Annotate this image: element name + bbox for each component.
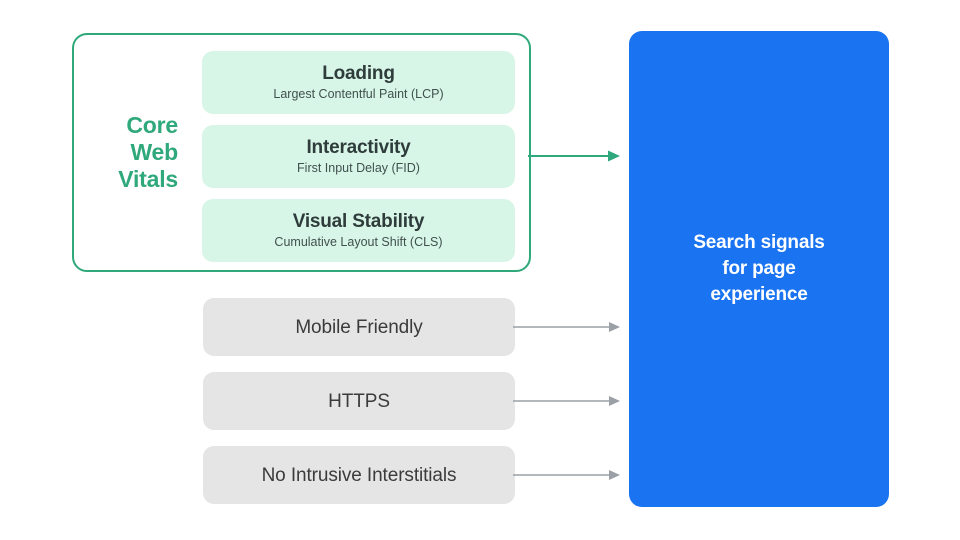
signal-card-mobile-friendly: Mobile Friendly: [203, 298, 515, 356]
signal-label: Mobile Friendly: [295, 316, 423, 338]
signal-card-no-intrusive-interstitials: No Intrusive Interstitials: [203, 446, 515, 504]
mobile-friendly-arrow-icon: [513, 322, 620, 332]
vital-subtitle: First Input Delay (FID): [297, 161, 420, 175]
core-web-vitals-group-label: Core Web Vitals: [118, 112, 178, 192]
signal-card-https: HTTPS: [203, 372, 515, 430]
destination-label: Search signals for page experience: [693, 232, 825, 305]
vital-subtitle: Largest Contentful Paint (LCP): [273, 87, 444, 101]
vital-title: Visual Stability: [292, 211, 425, 232]
no-intrusive-interstitials-arrow-icon: [513, 470, 620, 480]
vital-card-loading: Loading Largest Contentful Paint (LCP): [202, 51, 515, 114]
vital-title: Interactivity: [306, 137, 411, 158]
vital-card-visual-stability: Visual Stability Cumulative Layout Shift…: [202, 199, 515, 262]
https-arrow-icon: [513, 396, 620, 406]
signal-label: HTTPS: [328, 390, 390, 412]
vital-card-interactivity: Interactivity First Input Delay (FID): [202, 125, 515, 188]
vital-subtitle: Cumulative Layout Shift (CLS): [274, 235, 443, 249]
destination-box-search-signals: Search signals for page experience: [629, 31, 889, 507]
vital-title: Loading: [322, 63, 395, 84]
signal-label: No Intrusive Interstitials: [261, 464, 457, 486]
core-web-vitals-group: [72, 33, 531, 272]
core-web-vitals-arrow-icon: [528, 150, 620, 162]
